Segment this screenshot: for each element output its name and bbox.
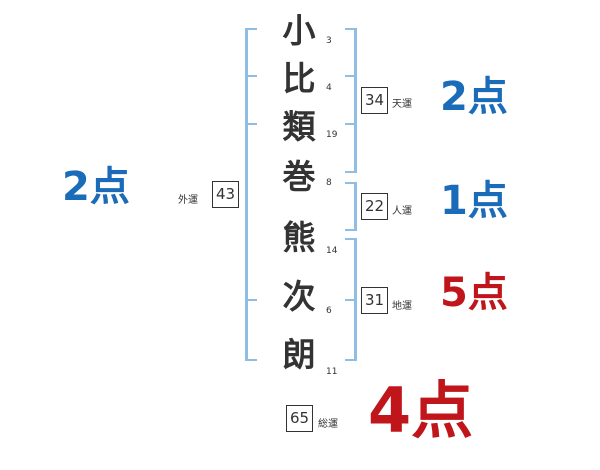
bracket-tick xyxy=(245,123,257,125)
gaikaku-value: 43 xyxy=(212,181,239,208)
name-char: 小 xyxy=(282,11,316,50)
bracket-tick xyxy=(345,182,357,184)
name-char: 次 xyxy=(282,277,316,316)
bracket-tick xyxy=(245,299,257,301)
bracket-tick xyxy=(345,359,357,361)
bracket-tick xyxy=(345,229,357,231)
bracket-tick xyxy=(345,75,357,77)
gaikaku-bracket xyxy=(245,28,248,361)
tenkaku-value: 34 xyxy=(361,87,388,114)
jinkaku-label: 人運 xyxy=(392,206,412,217)
soukaku-label: 総運 xyxy=(318,419,338,430)
chikaku-label: 地運 xyxy=(392,301,412,312)
chikaku-score: 5点 xyxy=(440,270,508,316)
name-char: 巻 xyxy=(282,157,316,196)
gaikaku-label: 外運 xyxy=(178,195,198,206)
soukaku-value: 65 xyxy=(286,405,313,432)
bracket-tick xyxy=(345,123,357,125)
stroke-count: 3 xyxy=(326,36,332,46)
bracket-tick xyxy=(245,28,257,30)
bracket-tick xyxy=(245,359,257,361)
tenkaku-bracket xyxy=(354,28,357,173)
bracket-tick xyxy=(245,75,257,77)
stroke-count: 8 xyxy=(326,178,332,188)
name-char: 熊 xyxy=(282,218,316,257)
jinkaku-value: 22 xyxy=(361,193,388,220)
bracket-tick xyxy=(345,299,357,301)
stroke-count: 19 xyxy=(326,130,338,140)
soukaku-score: 4点 xyxy=(368,374,474,447)
stroke-count: 4 xyxy=(326,83,332,93)
name-char: 比 xyxy=(282,59,316,98)
tenkaku-label: 天運 xyxy=(392,99,412,110)
bracket-tick xyxy=(345,171,357,173)
jinkaku-bracket xyxy=(354,182,357,231)
stroke-count: 6 xyxy=(326,306,332,316)
name-char: 類 xyxy=(282,107,316,146)
tenkaku-score: 2点 xyxy=(440,74,508,120)
jinkaku-score: 1点 xyxy=(440,178,508,224)
stroke-count: 14 xyxy=(326,246,338,256)
name-char: 朗 xyxy=(282,335,316,374)
bracket-tick xyxy=(345,28,357,30)
chikaku-value: 31 xyxy=(361,287,388,314)
stroke-count: 11 xyxy=(326,367,338,377)
bracket-tick xyxy=(345,238,357,240)
gaikaku-score: 2点 xyxy=(62,164,130,210)
